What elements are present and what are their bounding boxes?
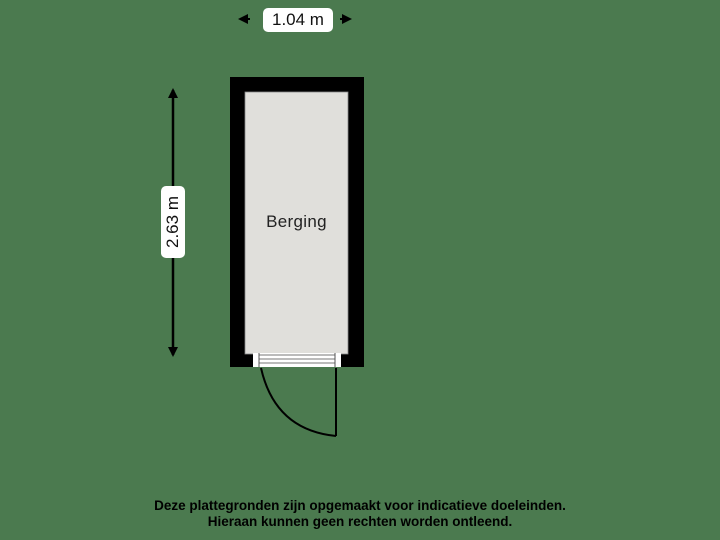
door-sill [253,353,341,367]
width-value: 1.04 m [272,10,324,29]
disclaimer-line-2: Hieraan kunnen geen rechten worden ontle… [207,514,513,529]
door-swing [260,367,337,437]
room-name-label: Berging [266,212,327,231]
disclaimer-line-1: Deze plattegronden zijn opgemaakt voor i… [154,498,566,513]
disclaimer: Deze plattegronden zijn opgemaakt voor i… [0,498,720,530]
width-dimension-label: 1.04 m [263,8,333,32]
length-dimension-label: 2.63 m [161,186,185,258]
length-value: 2.63 m [163,196,183,248]
